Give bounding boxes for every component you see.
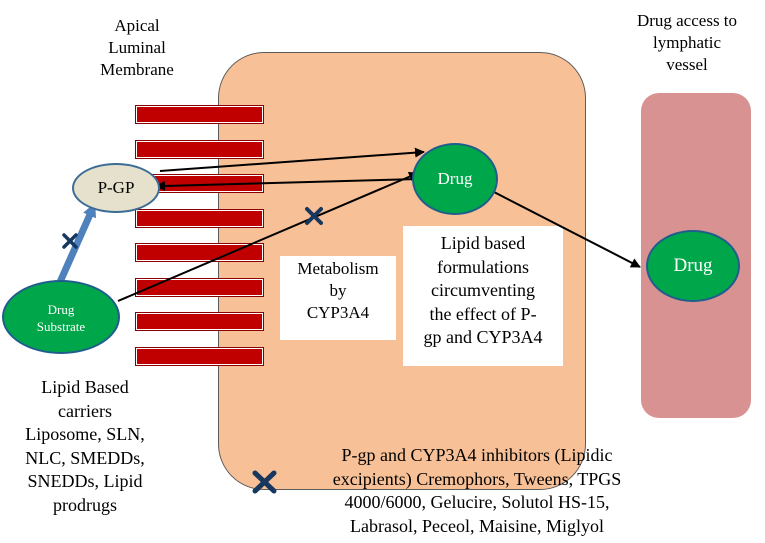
drug-label: Drug (437, 169, 473, 188)
membrane-bar (136, 141, 263, 158)
lymph-access-line: vessel (666, 55, 708, 74)
drug-in-lymph: Drug (646, 230, 740, 302)
lipid-formulations-line: gp and CYP3A4 (423, 327, 543, 347)
x-mark-icon (305, 207, 323, 225)
carriers-line: carriers (58, 400, 112, 421)
lipid-formulations-box: Lipid based formulations circumventing t… (403, 226, 563, 366)
x-mark-icon (62, 233, 78, 249)
efflux-arrow (155, 178, 419, 191)
apical-line: Membrane (100, 60, 174, 79)
membrane-bar (136, 279, 263, 296)
drug-label: Drug (673, 255, 713, 276)
lipid-carriers-label: Lipid Based carriers Liposome, SLN, NLC,… (0, 376, 170, 517)
inhibitors-line: 4000/6000, Gelucire, Solutol HS-15, (344, 492, 610, 512)
x-mark-icon (252, 470, 277, 494)
lipid-formulations-line: formulations (437, 256, 529, 277)
metabolism-box: Metabolism by CYP3A4 (280, 256, 396, 340)
lipid-formulations-line: Lipid based (440, 233, 526, 253)
membrane-bar (136, 348, 263, 365)
inhibitors-label: P-gp and CYP3A4 inhibitors (Lipidic exci… (292, 444, 662, 538)
lipid-formulations-line: the effect of P- (429, 303, 537, 324)
drug-substrate-line: Drug (47, 302, 75, 317)
carriers-line: SNEDDs, Lipid (27, 471, 143, 491)
metabolism-line: CYP3A4 (306, 303, 370, 322)
lymph-access-label: Drug access to lymphatic vessel (612, 10, 762, 76)
apical-line: Apical (114, 16, 160, 35)
inhibitors-line: excipients) Cremophors, Tweens, TPGS (332, 468, 622, 489)
drug-substrate-line: Substrate (36, 319, 86, 334)
metabolism-line: Metabolism (297, 259, 379, 278)
apical-line: Luminal (108, 38, 166, 57)
inhibitors-line: P-gp and CYP3A4 inhibitors (Lipidic (341, 445, 613, 465)
inhibitors-line: Labrasol, Peceol, Maisine, Miglyol (350, 515, 604, 536)
carriers-line: Liposome, SLN, (25, 424, 145, 444)
membrane-bar (136, 313, 263, 330)
membrane-bar (136, 106, 263, 123)
lymph-access-line: lymphatic (653, 33, 721, 52)
metabolism-line: by (329, 281, 347, 300)
pgp-label: P-GP (97, 178, 135, 197)
pgp-transporter: P-GP (72, 163, 160, 213)
carriers-line: NLC, SMEDDs, (25, 447, 145, 468)
drug-substrate: Drug Substrate (2, 280, 120, 354)
carriers-line: prodrugs (53, 494, 117, 515)
pgp-to-drug-arrow (159, 147, 425, 172)
lipid-formulations-line: circumventing (431, 280, 535, 300)
membrane-bar (136, 244, 263, 261)
carriers-line: Lipid Based (41, 377, 129, 397)
substrate-to-drug-arrow (117, 171, 419, 302)
drug-in-cell: Drug (412, 143, 498, 215)
drug-to-lymph-arrow (493, 191, 641, 268)
lymph-access-line: Drug access to (636, 11, 738, 30)
apical-membrane-label: Apical Luminal Membrane (84, 15, 190, 81)
membrane-bar (136, 210, 263, 227)
